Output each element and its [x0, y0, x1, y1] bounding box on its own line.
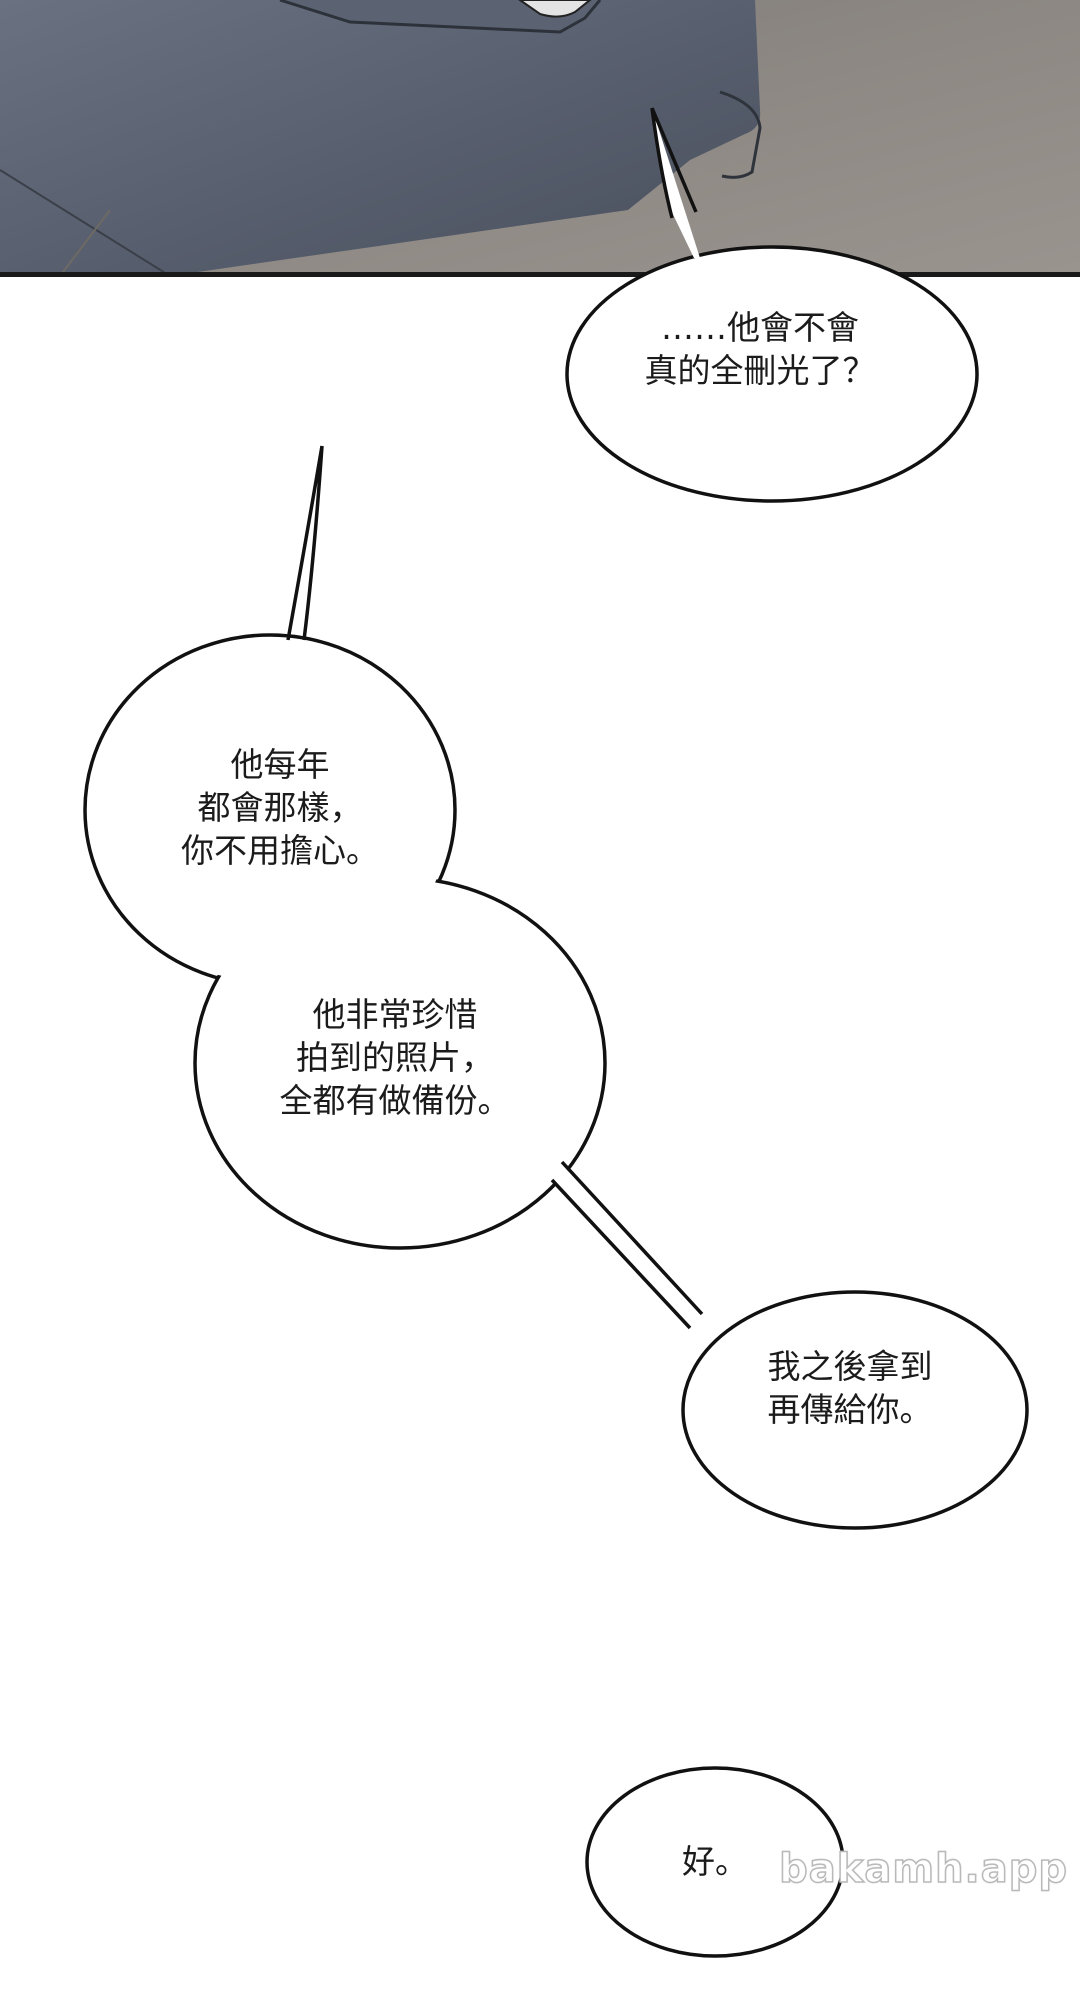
bubble-text-1: ……他會不會 真的全刪光了？	[620, 306, 900, 392]
bubble-line: 好。	[682, 1842, 748, 1881]
bubble-text-2: 他每年 都會那樣， 你不用擔心。	[160, 743, 400, 872]
bubble-line: 都會那樣，	[197, 788, 363, 827]
bubble-line: 再傳給你。	[767, 1390, 933, 1429]
bubble-line: 他每年	[230, 745, 330, 784]
device-corner	[719, 90, 762, 179]
speech-bubble-4	[681, 1290, 1029, 1530]
speech-bubble-cluster	[83, 445, 704, 1330]
device-top-edge	[279, 0, 602, 34]
top-panel	[0, 0, 1080, 277]
bubble-line: 全都有做備份。	[279, 1081, 511, 1120]
device-edge	[0, 169, 171, 277]
bubble-line: 他非常珍惜	[312, 995, 478, 1034]
speech-bubble-1	[565, 107, 979, 503]
bubble-text-5: 好。	[660, 1840, 770, 1883]
bubble-line: 拍到的照片，	[296, 1038, 494, 1077]
bubble-line: 真的全刪光了？	[644, 351, 876, 390]
panel-border	[0, 272, 1080, 277]
bubble-line: 你不用擔心。	[181, 831, 379, 870]
floor-seam	[59, 209, 111, 277]
device-body	[0, 0, 761, 276]
bubble-text-4: 我之後拿到 再傳給你。	[730, 1345, 970, 1431]
watermark-text: bakamh.app	[778, 1845, 1068, 1893]
bubble-text-3: 他非常珍惜 拍到的照片， 全都有做備份。	[265, 993, 525, 1122]
bubble-line: ……他會不會	[661, 308, 859, 347]
bubble-line: 我之後拿到	[767, 1347, 933, 1386]
device-highlight	[518, 0, 592, 18]
speech-bubble-5	[585, 1766, 845, 1958]
